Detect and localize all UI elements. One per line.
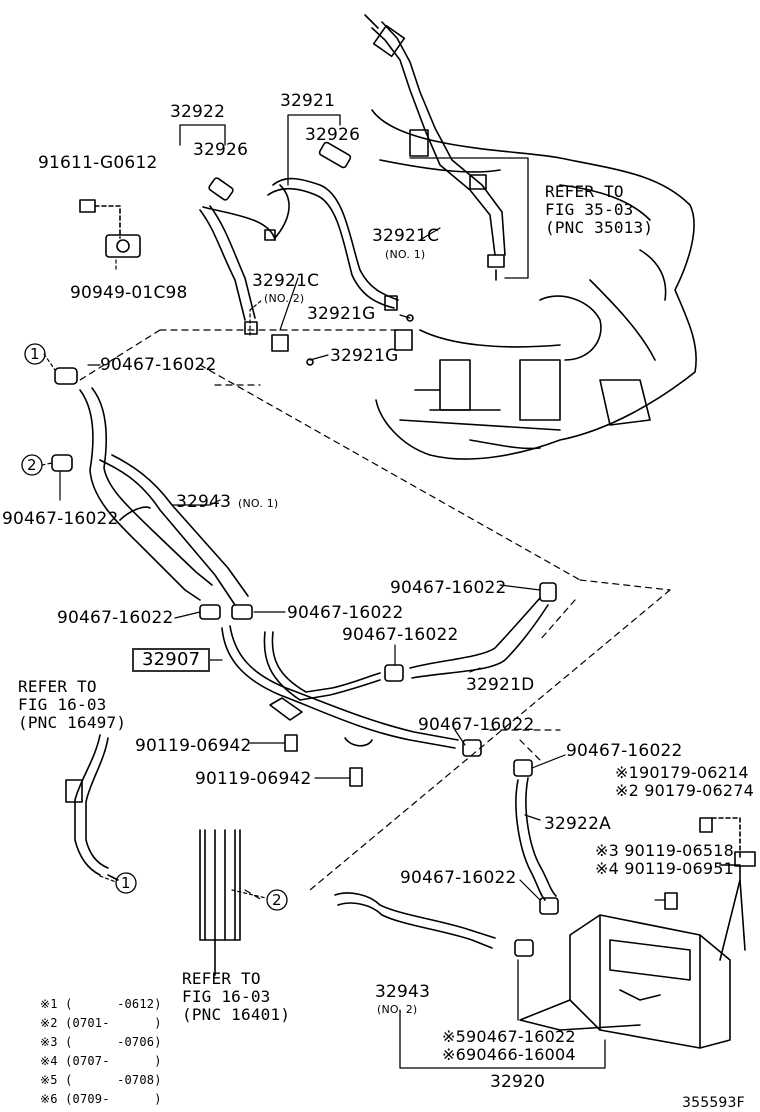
hose-32943-no2: [334, 892, 496, 949]
pipe-16497: [65, 734, 119, 881]
bolts-right: [664, 817, 741, 910]
label-no1-b: (NO. 1): [238, 497, 279, 510]
note-6: ※6 (0709- ): [40, 1092, 162, 1106]
label-no2-a: (NO. 2): [264, 292, 305, 305]
label-90179-2: ※2 90179-06274: [615, 781, 755, 800]
bracket-90949: [79, 199, 141, 258]
refer-bracket-35013: [409, 157, 529, 279]
note-5: ※5 ( -0708): [40, 1073, 162, 1087]
label-90467-b: 90467-16022: [2, 509, 119, 529]
label-90467-c: 90467-16022: [390, 578, 507, 598]
label-90467-e: 90467-16022: [287, 603, 404, 623]
radiator-16401: [199, 829, 241, 976]
oil-cooler-32920: [519, 851, 756, 1049]
hose-32922a: [515, 777, 557, 901]
hose-32921d: [409, 597, 549, 679]
gasket-32921g: [306, 314, 414, 366]
refer-to-16401: REFER TO FIG 16-03 (PNC 16401): [182, 969, 291, 1024]
label-brackets: [179, 114, 606, 1069]
label-90179-1: ※190179-06214: [615, 763, 749, 782]
callout-2-left: 2: [27, 456, 37, 474]
label-no2-b: (NO. 2): [377, 1003, 418, 1016]
label-32943-no1: 32943: [176, 492, 232, 512]
transmission-housing: [371, 109, 697, 460]
leader-lines: [59, 227, 666, 901]
label-32921g-2: 32921G: [330, 346, 399, 366]
label-90467-5: ※590467-16022: [442, 1027, 576, 1046]
dash-minor: [41, 259, 267, 899]
label-90467-i: 90467-16022: [400, 868, 517, 888]
label-90467-g: 90467-16022: [418, 715, 535, 735]
label-32922a: 32922A: [544, 814, 611, 834]
label-32907-highlighted: 32907: [132, 648, 211, 672]
hose-32943-no1: [79, 387, 249, 606]
label-32922: 32922: [170, 102, 226, 122]
figure-code: 355593F: [682, 1095, 745, 1111]
pipe-32907: [221, 625, 459, 749]
label-32921: 32921: [280, 91, 336, 111]
label-no1-a: (NO. 1): [385, 248, 426, 261]
label-90119-a: 90119-06942: [135, 736, 252, 756]
label-32943-no2: 32943: [375, 982, 431, 1002]
oil-cooler-lines-upper: [199, 177, 399, 352]
callout-1-top: 1: [30, 345, 40, 363]
dashed-connectors: [79, 329, 671, 901]
note-3: ※3 ( -0706): [40, 1035, 162, 1049]
label-90467-h: 90467-16022: [566, 741, 683, 761]
label-32920: 32920: [490, 1072, 546, 1092]
callout-2-bottom: 2: [272, 891, 282, 909]
label-90467-d: 90467-16022: [57, 608, 174, 628]
label-90466-6: ※690466-16004: [442, 1045, 576, 1064]
refer-to-16497: REFER TO FIG 16-03 (PNC 16497): [18, 677, 127, 732]
callout-1-bottom: 1: [121, 874, 131, 892]
note-1: ※1 ( -0612): [40, 997, 162, 1011]
hose-32926: [208, 141, 352, 201]
label-91611-g0612: 91611-G0612: [38, 153, 158, 173]
dipstick-tube: [364, 14, 506, 281]
label-32921c-2: 32921C: [252, 271, 320, 291]
refer-to-35013: REFER TO FIG 35-03 (PNC 35013): [545, 182, 654, 237]
label-90119-4: ※4 90119-06951: [595, 859, 735, 878]
clamps: [51, 367, 559, 957]
label-90467-f: 90467-16022: [342, 625, 459, 645]
label-32926-b: 32926: [305, 125, 361, 145]
note-4: ※4 (0707- ): [40, 1054, 162, 1068]
label-90119-b: 90119-06942: [195, 769, 312, 789]
label-32921c-1: 32921C: [372, 226, 440, 246]
label-32926-a: 32926: [193, 140, 249, 160]
label-32921g-1: 32921G: [307, 304, 376, 324]
label-90467-a: 90467-16022: [100, 355, 217, 375]
note-2: ※2 (0701- ): [40, 1016, 162, 1030]
label-90949-01c98: 90949-01C98: [70, 283, 188, 303]
label-32921d: 32921D: [466, 675, 535, 695]
label-90119-3: ※3 90119-06518: [595, 841, 735, 860]
